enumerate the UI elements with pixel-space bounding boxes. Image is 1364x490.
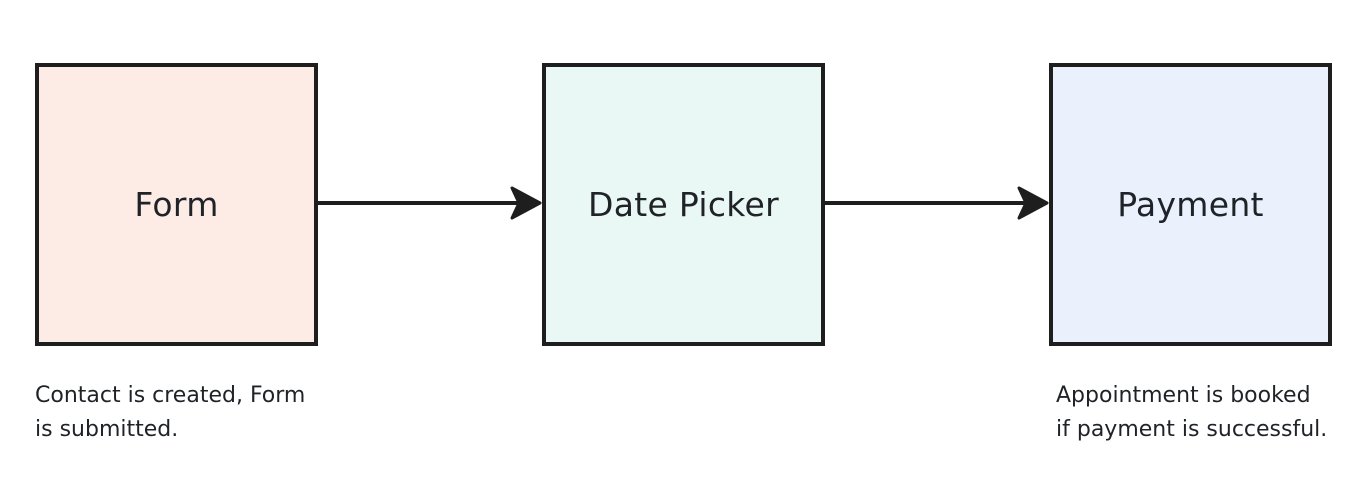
arrow-form-to-date-picker	[316, 186, 542, 220]
payment-node-label: Payment	[1117, 185, 1264, 224]
date-picker-node-label: Date Picker	[588, 185, 779, 224]
date-picker-node: Date Picker	[542, 63, 825, 346]
payment-note: Appointment is booked if payment is succ…	[1056, 383, 1328, 442]
form-note: Contact is created, Form is submitted.	[35, 383, 306, 442]
form-node: Form	[35, 63, 318, 346]
arrow-date-picker-to-payment	[823, 186, 1049, 220]
payment-node: Payment	[1049, 63, 1332, 346]
form-node-label: Form	[134, 185, 219, 224]
